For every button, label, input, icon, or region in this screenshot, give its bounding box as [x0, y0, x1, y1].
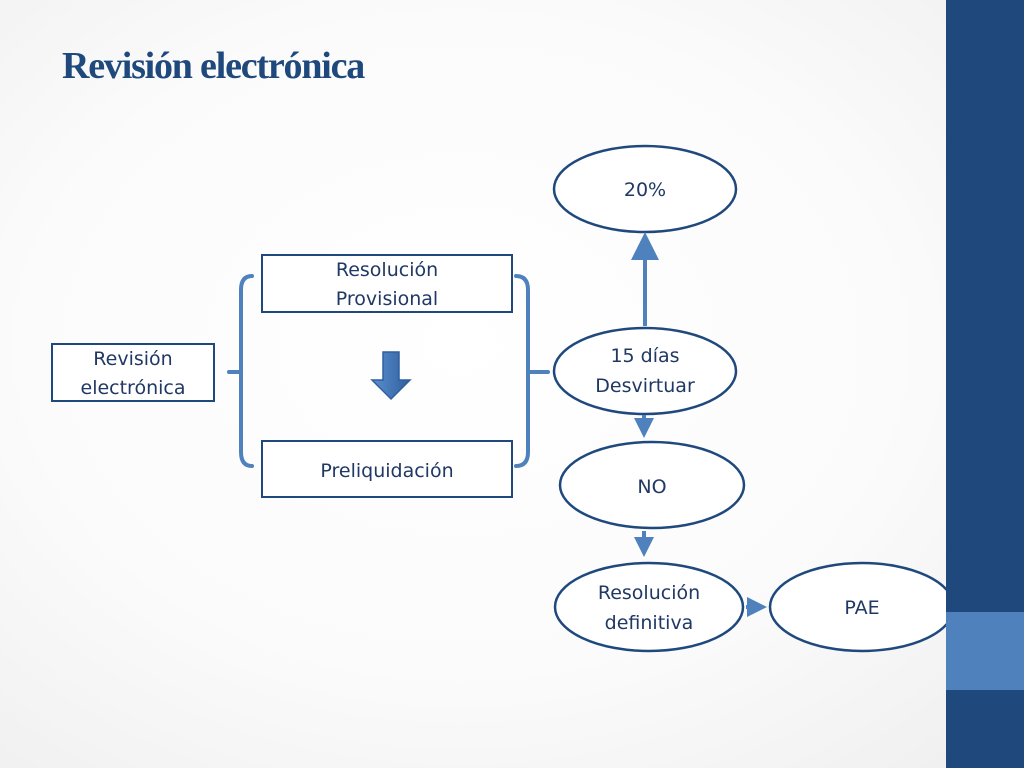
flow-diagram: Revisión electrónica Resolución Provisio… — [51, 144, 946, 653]
sidebar-accent-block — [946, 612, 1024, 690]
pae-ellipse: PAE — [768, 561, 946, 653]
veinte-label: 20% — [624, 179, 666, 201]
quince-dias-ellipse: 15 días Desvirtuar — [552, 326, 738, 416]
revision-label-line-2: electrónica — [81, 377, 186, 399]
quince-dias-line-1: 15 días — [610, 345, 679, 367]
revision-label-line-1: Revisión — [93, 348, 172, 370]
page-title: Revisión electrónica — [62, 45, 365, 87]
resolucion-definitiva-line-2: definitiva — [605, 612, 694, 634]
left-bracket — [227, 274, 254, 468]
preliquidacion-box: Preliquidación — [261, 440, 513, 498]
resolucion-provisional-box: Resolución Provisional — [261, 254, 513, 313]
right-bracket — [514, 274, 550, 468]
resolucion-provisional-line-2: Provisional — [336, 288, 438, 310]
down-arrow-icon — [370, 351, 412, 401]
veinte-ellipse: 20% — [552, 144, 738, 234]
no-ellipse: NO — [558, 440, 746, 530]
resolucion-definitiva-line-1: Resolución — [598, 582, 700, 604]
revision-box: Revisión electrónica — [51, 343, 215, 402]
resolucion-definitiva-ellipse: Resolución definitiva — [553, 561, 745, 653]
resolucion-provisional-line-1: Resolución — [336, 259, 438, 281]
quince-dias-line-2: Desvirtuar — [595, 375, 695, 397]
preliquidacion-label: Preliquidación — [320, 460, 453, 482]
pae-label: PAE — [844, 597, 879, 619]
no-label: NO — [637, 476, 666, 498]
